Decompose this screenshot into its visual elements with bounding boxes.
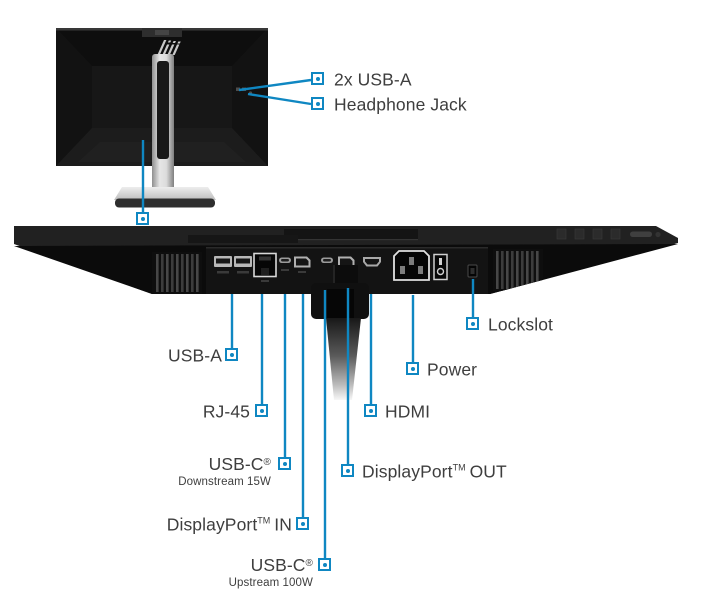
callout-marker-displayport-out bbox=[341, 464, 354, 477]
callout-marker-lockslot bbox=[466, 317, 479, 330]
usb-a-port-1 bbox=[214, 256, 232, 274]
callout-marker-2x-usb-a bbox=[311, 72, 324, 85]
callout-dot bbox=[259, 408, 264, 413]
monitor-rear-view bbox=[56, 28, 268, 208]
callout-marker-usb-c-upstream bbox=[318, 558, 331, 571]
callout-dot bbox=[368, 408, 373, 413]
stand-mount bbox=[311, 283, 369, 319]
osd-buttons bbox=[556, 228, 621, 240]
displayport-out-port bbox=[333, 256, 358, 288]
callout-dot bbox=[300, 521, 305, 526]
label-headphone-jack: Headphone Jack bbox=[334, 94, 467, 115]
callout-dot bbox=[410, 366, 415, 371]
callout-dot bbox=[470, 321, 475, 326]
label-hdmi: HDMI bbox=[385, 401, 431, 422]
label-usb-c-upstream: USB-C® Upstream 100W bbox=[228, 555, 313, 589]
band-grooves bbox=[188, 229, 418, 243]
label-usb-a: USB-A bbox=[168, 345, 222, 366]
hdmi-port bbox=[363, 257, 381, 267]
label-usb-c-downstream: USB-C® Downstream 15W bbox=[178, 454, 271, 488]
monitor-bottom-view bbox=[14, 226, 678, 400]
callout-marker-displayport-in bbox=[296, 517, 309, 530]
usb-a-port-2 bbox=[234, 256, 252, 274]
lockslot-hole bbox=[467, 264, 478, 278]
callout-dot bbox=[345, 468, 350, 473]
webcam-bump bbox=[142, 28, 182, 37]
power-switch bbox=[433, 253, 448, 281]
callout-marker-usb-c-downstream bbox=[278, 457, 291, 470]
rj45-port bbox=[253, 252, 277, 282]
label-rj45: RJ-45 bbox=[202, 401, 250, 422]
callout-dot bbox=[315, 101, 320, 106]
stand-column-fade bbox=[326, 318, 361, 400]
callout-marker-rear-bottom bbox=[136, 212, 149, 225]
hp-logo bbox=[157, 40, 181, 55]
callout-marker-hdmi bbox=[364, 404, 377, 417]
line-2x-usb-a bbox=[238, 78, 312, 92]
line-headphone-jack bbox=[247, 92, 312, 106]
vent-grille-right bbox=[493, 249, 543, 291]
label-lockslot: Lockslot bbox=[488, 314, 553, 335]
usb-c-upstream-port bbox=[321, 257, 333, 263]
callout-dot bbox=[322, 562, 327, 567]
usb-c-downstream-port bbox=[279, 257, 291, 271]
label-2x-usb-a: 2x USB-A bbox=[334, 69, 412, 90]
displayport-in-port bbox=[294, 256, 311, 273]
callout-dot bbox=[315, 76, 320, 81]
callout-dot bbox=[282, 461, 287, 466]
label-usb-c-downstream-sub: Downstream 15W bbox=[178, 475, 271, 488]
callout-lines bbox=[141, 78, 475, 559]
monitor-stand-base bbox=[114, 187, 216, 208]
callout-dot bbox=[140, 216, 145, 221]
callout-marker-usb-a bbox=[225, 348, 238, 361]
power-inlet bbox=[393, 250, 430, 281]
label-usb-c-upstream-sub: Upstream 100W bbox=[228, 576, 313, 589]
callout-marker-power bbox=[406, 362, 419, 375]
callout-marker-headphone-jack bbox=[311, 97, 324, 110]
power-button bbox=[630, 231, 661, 238]
callout-dot bbox=[229, 352, 234, 357]
callout-marker-rj45 bbox=[255, 404, 268, 417]
vent-grille-left bbox=[152, 252, 202, 294]
monitor-stand-column bbox=[152, 54, 174, 194]
label-power: Power bbox=[427, 359, 478, 380]
